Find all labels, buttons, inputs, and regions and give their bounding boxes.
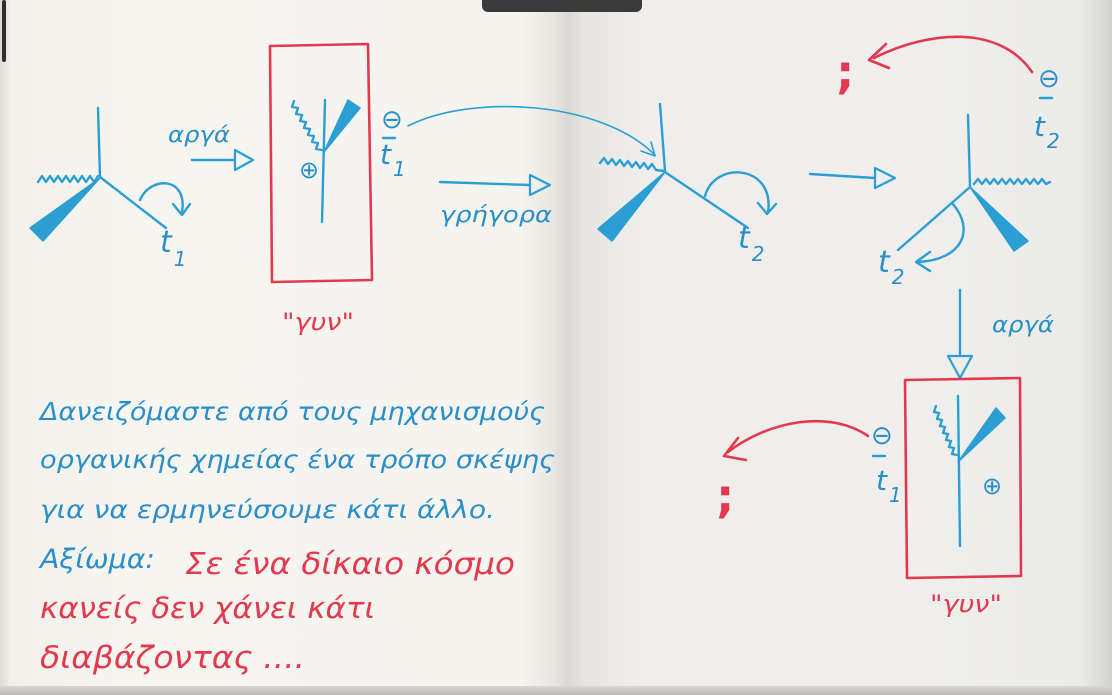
leaving-bond (663, 170, 750, 230)
red-curved-arrow-head (867, 42, 891, 70)
wavy-bond (36, 174, 100, 184)
red-curved-arrow (726, 419, 870, 454)
note-line-2: οργανικής χημείας ένα τρόπο σκέψης (40, 445, 555, 474)
nucleophile-letter: t (380, 138, 392, 171)
axiom-line-3: διαβάζοντας .... (40, 640, 305, 676)
curved-arrow (916, 201, 965, 264)
wavy-bond (598, 156, 666, 173)
nucleophile-index: 1 (393, 157, 406, 181)
vertical-bond (320, 98, 327, 224)
arrow-shaft (808, 172, 877, 180)
wavy-bond (932, 404, 959, 457)
red-curved-arrow-head (722, 436, 748, 462)
red-frame (268, 42, 374, 284)
wavy-bond (290, 99, 324, 152)
attack-curved-arrow-head (640, 141, 656, 157)
curved-arrow-head (914, 250, 932, 273)
vertical-bond (96, 106, 102, 179)
leaving-group-letter: t (878, 245, 891, 280)
axiom-line-1: Σε ένα δίκαιο κόσμο (185, 547, 515, 582)
bottom-page-edge (0, 686, 1112, 695)
leaving-group-letter: t (738, 221, 751, 256)
note-line-3: για να ερμηνεύσουμε κάτι άλλο. (40, 495, 495, 524)
arrow-head (946, 354, 974, 380)
leaving-bond (98, 175, 168, 230)
wedge-bond (957, 407, 1006, 463)
slow-step-label: αργά (168, 123, 231, 148)
intermediate-box-2: ⊕ "γυν" (903, 376, 1023, 618)
curved-arrow-head (756, 201, 778, 216)
arrow-head (233, 148, 255, 172)
intermediate-caption: "γυν" (282, 308, 354, 336)
axiom-label: Αξίωμα: (38, 544, 155, 575)
vertical-bond (966, 113, 972, 188)
top-shadow (482, 0, 642, 12)
curved-arrow (138, 182, 184, 214)
positive-charge: ⊕ (982, 472, 1002, 500)
nucleophile-letter: t (876, 464, 888, 497)
wedge-bond (597, 171, 666, 242)
nucleophile-index: 1 (889, 483, 902, 507)
slow-step-arrow-2: αργά (946, 288, 1055, 380)
wedge-bond (969, 186, 1029, 252)
arrow-shaft (438, 180, 532, 187)
leaving-group-letter: t (160, 225, 173, 260)
vertical-bond (658, 102, 667, 173)
note-line-1: Δανειζόμαστε από τους μηχανισμούς (38, 397, 545, 426)
fast-step-arrow: γρήγορα (438, 173, 553, 228)
question-mark: ; (716, 469, 734, 523)
positive-charge: ⊕ (299, 156, 319, 184)
arrow-head (873, 166, 897, 190)
wavy-bond (972, 177, 1052, 186)
wedge-bond (29, 177, 101, 242)
curved-arrow-head (171, 202, 192, 217)
negative-charge: ⊖ (381, 105, 403, 135)
nucleophile-index: 2 (1047, 129, 1060, 153)
slow-step-arrow-1: αργά (168, 123, 255, 172)
leaving-group-index: 2 (892, 265, 905, 289)
vertical-bond (956, 394, 962, 548)
fast-step-label: γρήγορα (440, 203, 553, 228)
leaving-group-index: 1 (174, 247, 187, 271)
negative-charge: ⊖ (871, 421, 893, 451)
intermediate-caption: "γυν" (930, 590, 1002, 618)
wedge-bond (323, 99, 361, 153)
leaving-bond (896, 185, 972, 252)
question-mark: ; (836, 45, 854, 99)
intermediate-box-1: ⊕ "γυν" (268, 42, 374, 336)
negative-charge: ⊖ (1038, 64, 1060, 94)
left-page-edge (2, 0, 6, 62)
arrow-head (528, 173, 552, 197)
red-frame (903, 376, 1023, 580)
handwritten-notes: Δανειζόμαστε από τους μηχανισμούς οργανι… (38, 397, 555, 676)
curved-arrow (703, 171, 770, 214)
attack-curved-arrow (407, 105, 656, 156)
slow-step-label: αργά (992, 313, 1055, 338)
leaving-group-index: 2 (752, 242, 765, 266)
red-curved-arrow (872, 35, 1034, 74)
equilibrium-arrow (808, 166, 897, 190)
nucleophile-letter: t (1034, 110, 1046, 143)
axiom-line-2: κανείς δεν χάνει κάτι (40, 591, 375, 625)
